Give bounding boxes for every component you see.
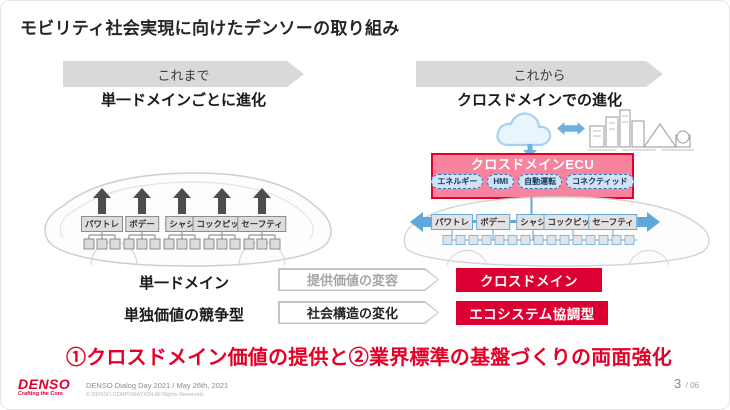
page-number-current: 3 bbox=[673, 376, 682, 391]
right-domain-powertrain: パワトレ bbox=[430, 214, 474, 230]
label-ecosystem: エコシステム協調型 bbox=[456, 301, 608, 325]
heading-cross-domain: クロスドメインでの進化 bbox=[456, 92, 622, 109]
city-icon bbox=[586, 104, 698, 152]
ecu-module-autodrive: 自動運転 bbox=[518, 174, 563, 189]
banner-after: これから bbox=[416, 61, 663, 87]
single-domain-car-diagram: パワトレ ボデー シャシ コックピット セーフティ bbox=[39, 164, 339, 274]
banner-before: これまで bbox=[63, 61, 304, 87]
left-domain-safety: セーフティ bbox=[237, 216, 287, 232]
denso-logo: DENSO Crafting the Core bbox=[18, 376, 71, 397]
double-arrow-icon bbox=[557, 121, 585, 136]
ecu-module-energy: エネルギー bbox=[431, 174, 484, 189]
banner-before-label: これまで bbox=[157, 67, 210, 83]
transition-arrow-society-label: 社会構造の変化 bbox=[280, 303, 438, 323]
cloud-icon bbox=[494, 109, 554, 153]
left-domain-powertrain: パワトレ bbox=[80, 216, 124, 232]
heading-single-domain: 単一ドメインごとに進化 bbox=[100, 92, 266, 109]
left-domain-body: ボデー bbox=[125, 216, 159, 232]
transition-arrow-value-label: 提供価値の変容 bbox=[280, 270, 438, 290]
right-domain-body: ボデー bbox=[476, 214, 510, 230]
ecu-modules: エネルギー HMI 自動運転 コネクティッド bbox=[431, 174, 634, 189]
transition-arrow-society: 社会構造の変化 bbox=[278, 301, 439, 324]
ecu-module-connected: コネクティッド bbox=[566, 174, 634, 189]
page-number: 3 / 06 bbox=[674, 375, 699, 393]
key-message: ①クロスドメイン価値の提供と②業界標準の基盤づくりの両面強化 bbox=[66, 347, 672, 369]
cross-domain-ecu-box: クロスドメインECU エネルギー HMI 自動運転 コネクティッド bbox=[431, 153, 634, 199]
page-number-total: / 06 bbox=[685, 381, 699, 390]
ecu-title: クロスドメインECU bbox=[470, 157, 595, 172]
transition-arrow-value: 提供価値の変容 bbox=[278, 268, 439, 291]
right-domain-safety: セーフティ bbox=[588, 214, 638, 230]
label-independent-value: 単独価値の競争型 bbox=[123, 307, 244, 324]
page-title: モビリティ社会実現に向けたデンソーの取り組み bbox=[20, 19, 400, 38]
label-single-domain: 単一ドメイン bbox=[138, 275, 229, 292]
cross-domain-car-diagram: パワトレ ボデー シャシ コックピット セーフティ bbox=[399, 193, 719, 269]
denso-logo-tagline: Crafting the Core bbox=[18, 391, 63, 397]
banner-after-label: これから bbox=[513, 67, 566, 83]
footer-copyright: © DENSO CORPORATION All Rights Reserved. bbox=[86, 392, 205, 398]
footer-event: DENSO Dialog Day 2021 / May 26th, 2021 bbox=[86, 381, 229, 390]
denso-logo-text: DENSO bbox=[18, 376, 71, 392]
ecu-module-hmi: HMI bbox=[487, 174, 515, 189]
label-cross-domain: クロスドメイン bbox=[456, 268, 602, 292]
